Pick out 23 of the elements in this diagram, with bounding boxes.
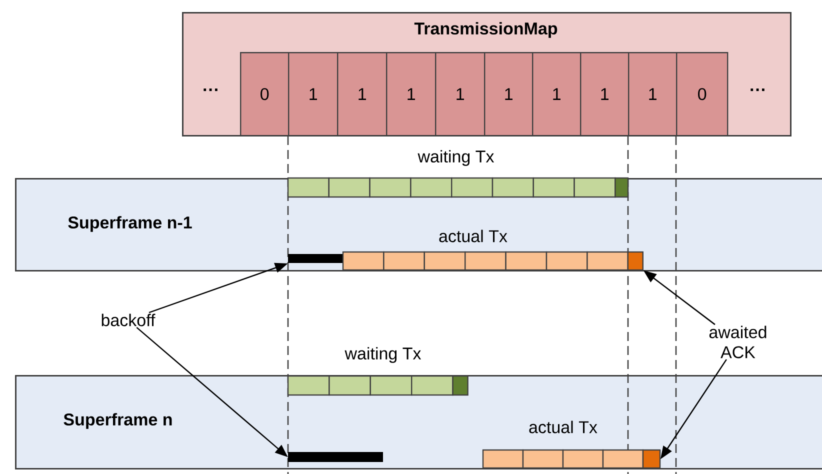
slot-bar	[287, 375, 468, 396]
bit-cell: 1	[628, 52, 678, 136]
bar-label: waiting Tx	[418, 150, 494, 166]
bit-cell: 1	[435, 52, 486, 136]
bar-label: actual Tx	[529, 420, 598, 434]
ellipsis: ···	[750, 88, 764, 92]
bit-cell: 1	[386, 52, 436, 136]
bit-cell: 1	[580, 52, 630, 136]
bit-cell: 1	[288, 52, 338, 136]
bit-cell: 1	[484, 52, 534, 136]
bit-cell: 0	[676, 52, 728, 136]
ellipsis: ···	[204, 88, 218, 92]
backoff-bar	[288, 452, 383, 462]
slot-bar	[287, 177, 629, 198]
bit-cell: 0	[240, 52, 290, 136]
callout-text: awaited ACK	[709, 326, 766, 358]
bit-cell: 1	[532, 52, 582, 136]
bar-label: waiting Tx	[344, 347, 422, 363]
slot-bar	[482, 449, 661, 469]
bit-cell: 1	[337, 52, 388, 136]
bar-label: actual Tx	[439, 230, 508, 242]
callout-text: backoff	[102, 314, 156, 326]
slot-bar	[342, 251, 644, 271]
